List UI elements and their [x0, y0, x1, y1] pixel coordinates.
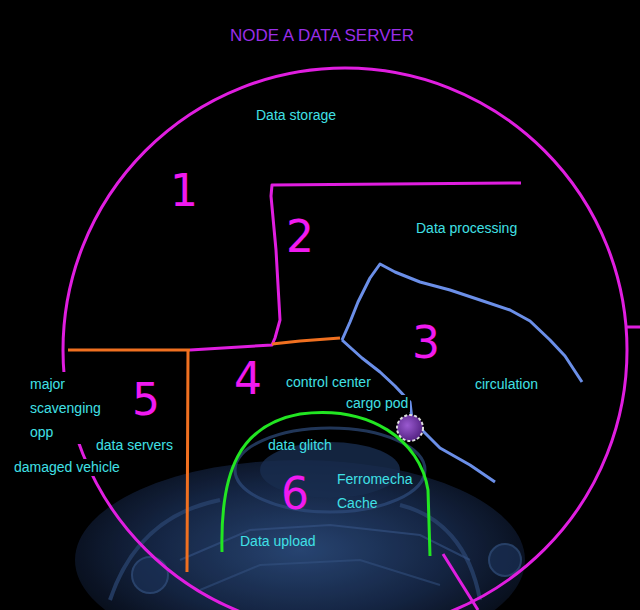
- robot-joint: [132, 557, 168, 593]
- area-label: cargo pod: [344, 395, 410, 412]
- area-label: Data storage: [256, 107, 336, 124]
- region-border: [190, 183, 521, 350]
- region-number: 1: [170, 168, 198, 214]
- robot-panel: [200, 560, 440, 590]
- robot-limb: [110, 500, 480, 600]
- area-label: Ferromecha Cache: [337, 467, 429, 515]
- area-label: Data upload: [240, 533, 316, 550]
- robot-illustration: [75, 428, 525, 610]
- region-number: 4: [234, 356, 262, 402]
- region-number: 2: [286, 214, 314, 260]
- robot-hub: [260, 442, 400, 498]
- area-label: major scavenging opp: [28, 372, 112, 444]
- server-boundary: [63, 68, 627, 610]
- cargo-pod-marker: [397, 415, 423, 441]
- exit-line: [443, 554, 478, 610]
- area-label: damaged vehicle: [12, 459, 122, 476]
- robot-joint: [489, 544, 521, 576]
- region-number: 5: [132, 377, 160, 423]
- region-border: [68, 350, 190, 572]
- exit-line: [627, 326, 640, 329]
- region-number: 3: [412, 320, 440, 366]
- robot-ring: [235, 428, 425, 512]
- area-label: circulation: [475, 376, 538, 393]
- area-label: Data processing: [416, 220, 517, 237]
- region-number: 6: [281, 471, 309, 517]
- region-border: [272, 338, 340, 344]
- area-label: control center: [284, 374, 373, 391]
- area-label: data servers: [96, 437, 173, 454]
- area-label: data glitch: [268, 437, 332, 454]
- page-title: NODE A DATA SERVER: [0, 26, 640, 46]
- region-border: [222, 413, 430, 556]
- region-border: [342, 264, 582, 382]
